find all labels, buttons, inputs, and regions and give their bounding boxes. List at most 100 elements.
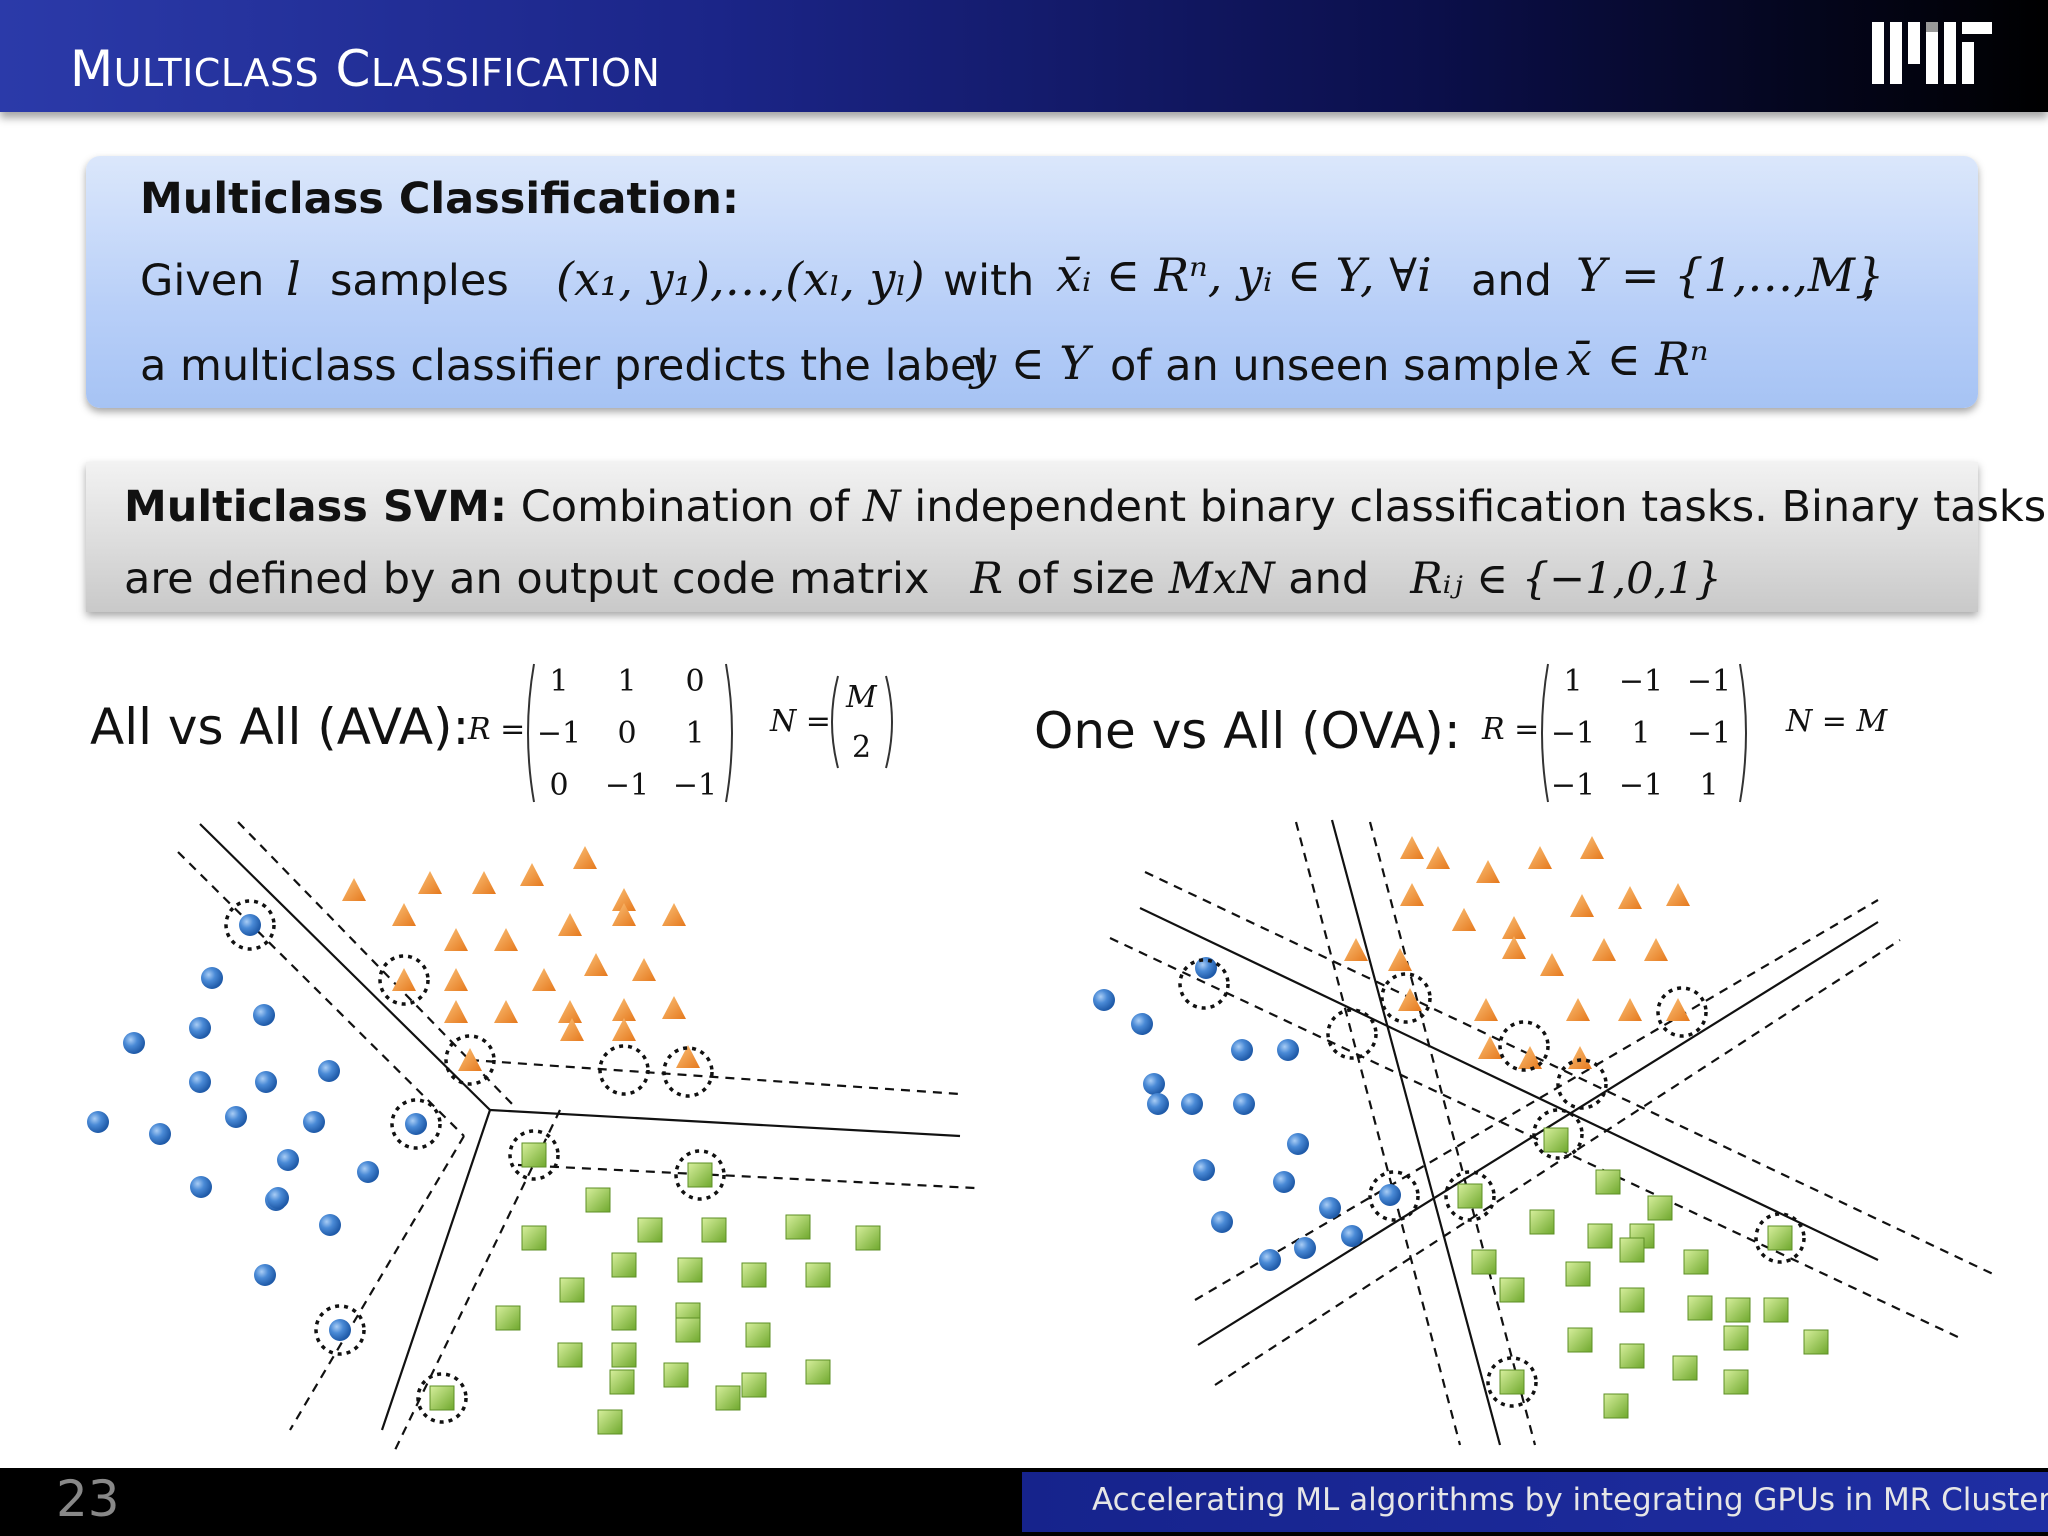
samples-text: samples	[330, 256, 509, 306]
class-square-point	[1567, 1327, 1593, 1353]
class-circle-point	[1259, 1249, 1281, 1271]
scatter-plots	[87, 819, 1996, 1451]
svm-text-3: are defined by an output code matrix	[124, 554, 930, 604]
title-bar: MULTICLASS CLASSIFICATION	[0, 0, 2048, 112]
support-vector-ring	[444, 1034, 496, 1086]
title-cap-2: C	[335, 40, 371, 98]
margin-line	[177, 851, 465, 1137]
class-triangle-point	[494, 1000, 518, 1023]
class-triangle-point	[584, 953, 608, 976]
class-square-point	[715, 1385, 741, 1411]
given-text: Given	[140, 256, 265, 306]
class-square-point	[741, 1372, 767, 1398]
condition-math: x̄ᵢ ∈ Rⁿ, yᵢ ∈ Y, ∀i	[1056, 248, 1432, 302]
class-square-point	[785, 1214, 811, 1240]
ava-m-2-2: −1	[672, 767, 718, 803]
class-square-point	[1499, 1277, 1525, 1303]
class-circle-point	[149, 1123, 171, 1145]
support-vector-ring	[508, 1129, 560, 1181]
svm-bold: Multiclass SVM:	[124, 482, 508, 532]
class-circle-point	[1147, 1093, 1169, 1115]
class-triangle-point	[342, 878, 366, 901]
class-circle-point	[1287, 1133, 1309, 1155]
samples-math: (x₁, y₁),…,(xₗ, yₗ)	[556, 252, 925, 306]
class-square-point	[1595, 1169, 1621, 1195]
ava-m-1-1: 0	[617, 715, 637, 751]
class-circle-point	[1195, 957, 1217, 979]
class-triangle-point	[1528, 846, 1552, 869]
support-vector-ring	[1444, 1170, 1496, 1222]
ova-plot	[1093, 819, 1996, 1446]
class-square-point	[521, 1225, 547, 1251]
footer-band	[1022, 1472, 2048, 1532]
support-vector-ring	[314, 1304, 366, 1356]
class-square-point	[677, 1257, 703, 1283]
class-circle-point	[277, 1149, 299, 1171]
class-circle-point	[87, 1111, 109, 1133]
class-square-point	[521, 1142, 547, 1168]
class-triangle-point	[1400, 883, 1424, 906]
support-vector-ring	[1532, 1108, 1584, 1160]
support-vector-ring	[1368, 1170, 1420, 1222]
ova-matrix-brackets	[1541, 663, 1747, 803]
margin-line	[1144, 871, 1996, 1276]
class-circle-point	[201, 967, 223, 989]
support-vector-ring	[598, 1044, 650, 1096]
class-circle-point	[225, 1106, 247, 1128]
support-vector-ring	[1556, 1058, 1608, 1110]
class-triangle-point	[632, 958, 656, 981]
ova-r-label: R =	[1482, 712, 1540, 747]
title-cap-1: M	[70, 40, 114, 98]
class-triangle-point	[1666, 883, 1690, 906]
class-circle-point	[190, 1176, 212, 1198]
class-triangle-point	[1474, 998, 1498, 1021]
ova-m-0-2: −1	[1686, 663, 1732, 699]
ova-m-2-0: −1	[1550, 767, 1596, 803]
class-square-point	[1529, 1209, 1555, 1235]
class-square-point	[1763, 1297, 1789, 1323]
support-vector-ring	[390, 1098, 442, 1150]
decision-boundary	[199, 823, 491, 1111]
class-square-point	[1683, 1249, 1709, 1275]
decision-boundary	[380, 1109, 492, 1431]
ova-n-label: N = M	[1786, 704, 1888, 739]
class-circle-point	[1143, 1073, 1165, 1095]
margin-line	[1368, 821, 1537, 1446]
class-circle-point	[357, 1161, 379, 1183]
class-triangle-point	[1540, 953, 1564, 976]
class-square-point	[1457, 1183, 1483, 1209]
svm-line-2: are defined by an output code matrix R o…	[124, 554, 1722, 604]
support-vector-ring	[1326, 1008, 1378, 1060]
footer-text: Accelerating ML algorithms by integratin…	[1092, 1482, 2048, 1518]
class-square-point	[1725, 1297, 1751, 1323]
svm-text-5: and	[1288, 554, 1370, 604]
comma: ,	[1862, 252, 1877, 306]
label-math: y ∈ Y	[970, 336, 1090, 390]
class-square-point	[1543, 1127, 1569, 1153]
class-triangle-point	[558, 1000, 582, 1023]
class-triangle-point	[1426, 846, 1450, 869]
decision-boundary	[1139, 907, 1879, 1261]
class-square-point	[609, 1369, 635, 1395]
slide-title: MULTICLASS CLASSIFICATION	[70, 40, 660, 98]
class-square-point	[559, 1277, 585, 1303]
class-square-point	[701, 1217, 727, 1243]
margin-line	[1214, 939, 1901, 1386]
class-circle-point	[1233, 1093, 1255, 1115]
line2-text: a multiclass classifier predicts the lab…	[140, 341, 989, 391]
ava-m-0-1: 1	[617, 663, 637, 699]
ava-m-0-2: 0	[685, 663, 705, 699]
margin-line	[517, 1163, 976, 1190]
class-triangle-point	[560, 1018, 584, 1041]
class-square-point	[1587, 1223, 1613, 1249]
class-circle-point	[318, 1060, 340, 1082]
line2-text2: of an unseen sample	[1110, 341, 1560, 391]
class-square-point	[1619, 1237, 1645, 1263]
ava-n-label: N =	[770, 704, 831, 739]
class-square-point	[687, 1162, 713, 1188]
class-square-point	[611, 1342, 637, 1368]
margin-line	[1294, 821, 1462, 1446]
margin-line	[289, 1135, 465, 1431]
class-square-point	[741, 1262, 767, 1288]
